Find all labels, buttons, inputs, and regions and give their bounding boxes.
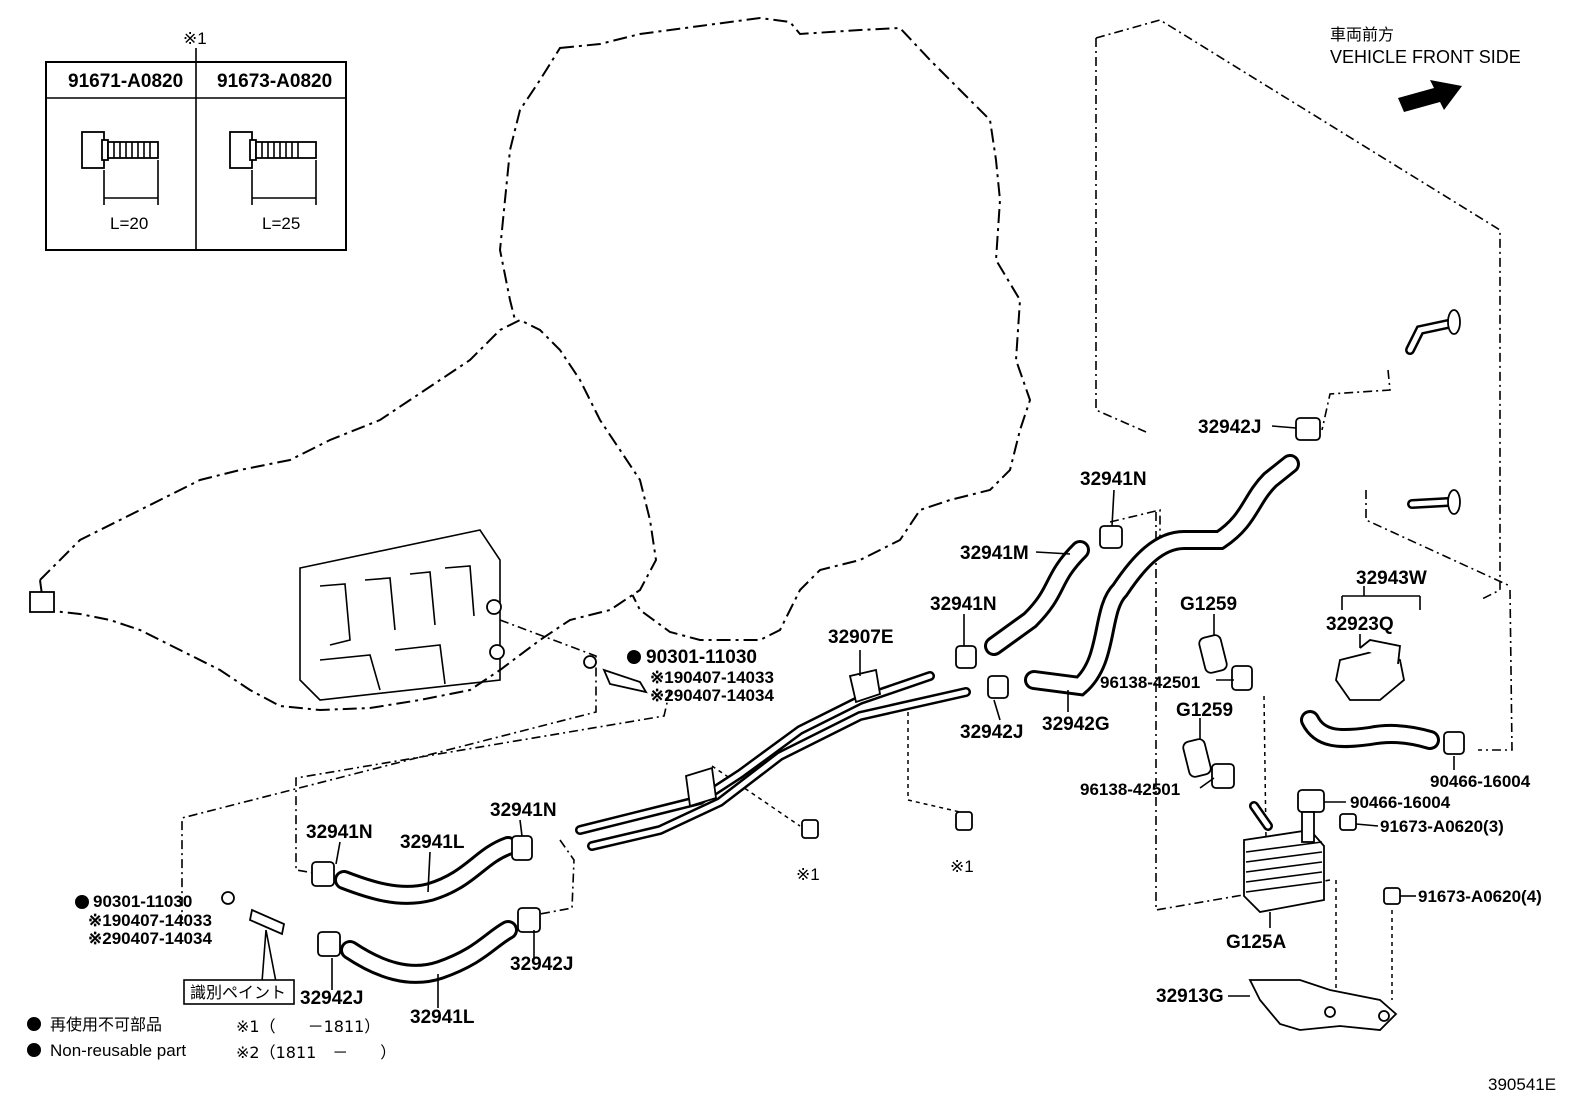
callout-note-mark: ※1 [950,857,974,876]
legend-nonreusable-en: Non-reusable part [50,1041,186,1060]
callout-96138-42501: 96138-42501 [1100,673,1200,692]
paint-label: 識別ペイント [190,983,286,1002]
callout-91673-A0620-3: 91673-A0620(3) [1380,817,1504,836]
callout-G1259: G1259 [1180,594,1237,615]
nonreusable-dot-icon [27,1017,41,1031]
bolt-icon [81,131,159,205]
hose-32941L-upper [334,836,518,905]
callout-90301-11030: 90301-11030 [93,892,192,911]
callout-32942G: 32942G [1042,714,1110,735]
legend-nonreusable-jp: 再使用不可部品 [50,1015,162,1034]
front-side-label-jp: 車両前方 [1330,25,1394,44]
bolt-table: ※1 91671-A0820 91673-A0820 L=20 L=25 [45,29,347,251]
hose-upper-32942G [1024,454,1300,697]
legend-note-2: ※2（1811 － ） [236,1043,396,1062]
callout-32941N: 32941N [930,594,997,615]
bolt-icon [229,131,317,205]
bolt-table-note-mark: ※1 [183,29,207,48]
pipe-assembly-32907E [575,668,971,851]
bolt-table-part-91673: 91673-A0820 [217,71,332,92]
nonreusable-dot-icon [27,1043,41,1057]
callout-note-mark: ※1 [796,865,820,884]
bolt-icons [801,811,1401,905]
callout-32941N: 32941N [1080,469,1147,490]
bracket-32913G [1248,979,1398,1031]
union-fittings [221,655,648,936]
callout-G125A: G125A [1226,932,1286,953]
callout-290407-14034: ※290407-14034 [650,686,774,705]
callout-32942J: 32942J [510,954,573,975]
callout-32943W: 32943W [1356,568,1427,589]
callout-32941L: 32941L [400,832,465,853]
callout-90466-16004: 90466-16004 [1430,772,1531,791]
hose-32941L-lower [340,920,518,984]
transmission-outline [29,318,658,712]
sleeve-icons [1182,634,1228,778]
callout-32941N: 32941N [490,800,557,821]
legend-note-1: ※1（ －1811） [236,1017,380,1036]
nonreusable-dot-icon [75,895,89,909]
fitting-32923Q [1335,639,1405,701]
hose-32941M [984,540,1090,656]
leader-lines [261,425,1455,1008]
arrow-icon [1398,80,1462,112]
legend: 再使用不可部品 Non-reusable part ※1（ －1811） ※2（… [27,1015,396,1062]
callout-32941M: 32941M [960,543,1029,564]
oil-cooler-G125A [1243,801,1325,913]
callout-90466-16004: 90466-16004 [1350,793,1451,812]
paint-label-box [183,979,295,1005]
orientation-indicator: 車両前方 VEHICLE FRONT SIDE [1330,25,1521,112]
callout-90301-11030: 90301-11030 [646,647,757,668]
callout-32942J: 32942J [1198,417,1261,438]
callout-96138-42501: 96138-42501 [1080,780,1180,799]
callout-32941N: 32941N [306,822,373,843]
pipe-fitting-upper [1405,309,1461,515]
callout-G1259: G1259 [1176,700,1233,721]
nonreusable-dot-icon [627,650,641,664]
callout-32942J: 32942J [960,722,1023,743]
bolt-table-part-91671: 91671-A0820 [68,71,183,92]
callout-32913G: 32913G [1156,986,1224,1007]
clamp-icons [311,417,1465,957]
callout-labels: 32942J 32941N 32941M 32941N 32907E 32942… [75,417,1542,1028]
bolt-length-20: L=20 [110,214,148,233]
callout-91673-A0620-4: 91673-A0620(4) [1418,887,1542,906]
callout-290407-14034: ※290407-14034 [88,929,212,948]
bolt-length-25: L=25 [262,214,300,233]
figure-id: 390541E [1488,1075,1556,1094]
callout-32942J: 32942J [300,988,363,1009]
callout-190407-14033: ※190407-14033 [650,668,774,687]
callout-32941L: 32941L [410,1007,475,1028]
callout-32923Q: 32923Q [1326,614,1394,635]
front-side-label-en: VEHICLE FRONT SIDE [1330,47,1521,67]
callout-32907E: 32907E [828,627,894,648]
callout-190407-14033: ※190407-14033 [88,911,212,930]
hose-32943W [1300,710,1440,750]
